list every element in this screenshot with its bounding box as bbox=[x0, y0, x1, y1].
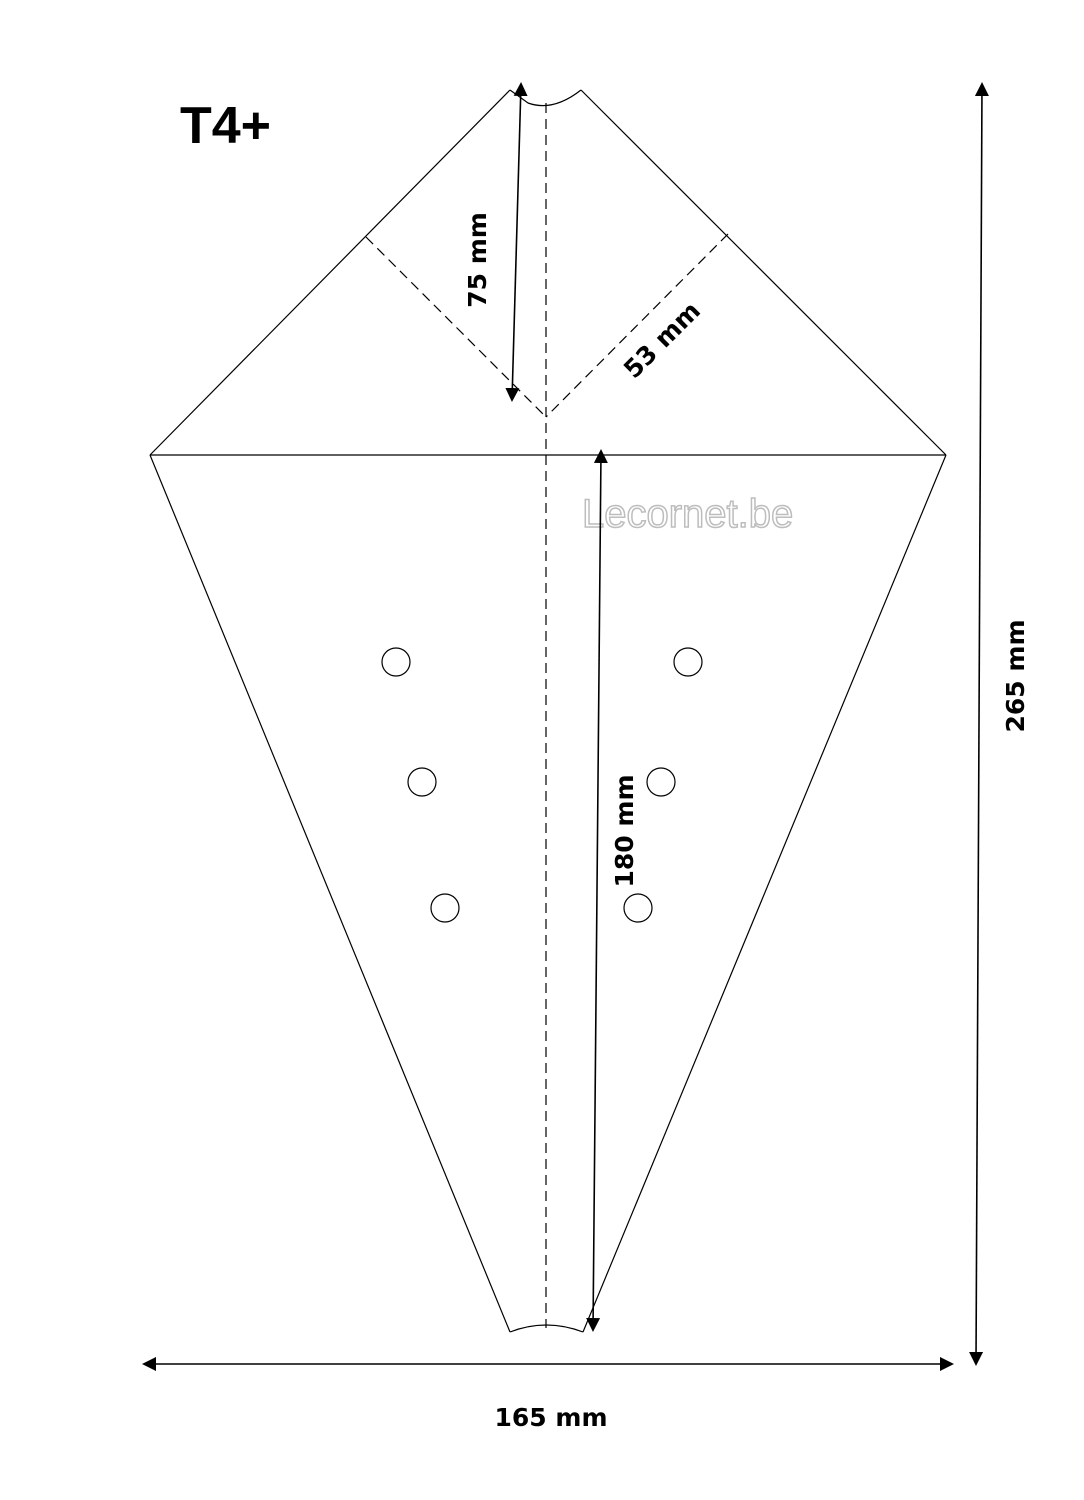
fold-line-right bbox=[545, 233, 729, 418]
top-flap-left-edge bbox=[149, 89, 511, 456]
dimension-label-53: 53 mm bbox=[618, 296, 706, 384]
dimension-arrow-75 bbox=[505, 82, 528, 402]
top-flap-notch bbox=[509, 89, 582, 107]
holes-left bbox=[381, 647, 460, 923]
watermark-text: Lecornet.be bbox=[582, 492, 793, 536]
dimension-arrow-180 bbox=[586, 449, 608, 1332]
hole bbox=[407, 767, 437, 797]
top-flap-right-edge bbox=[580, 89, 947, 456]
dimension-label-165: 165 mm bbox=[495, 1403, 608, 1432]
dimension-label-75: 75 mm bbox=[463, 212, 492, 308]
cone-right-edge bbox=[582, 454, 947, 1333]
holes-right bbox=[623, 647, 703, 923]
hole bbox=[381, 647, 411, 677]
hole bbox=[623, 893, 653, 923]
hole bbox=[673, 647, 703, 677]
dimension-label-265: 265 mm bbox=[1001, 620, 1030, 733]
dimension-label-180: 180 mm bbox=[610, 775, 639, 888]
cone-left-edge bbox=[149, 454, 511, 1333]
hole bbox=[646, 767, 676, 797]
hole bbox=[430, 893, 460, 923]
fold-line-left bbox=[365, 236, 547, 418]
template-title: T4+ bbox=[180, 97, 271, 155]
cone-body bbox=[149, 454, 947, 1333]
dimension-arrow-265 bbox=[969, 82, 989, 1366]
